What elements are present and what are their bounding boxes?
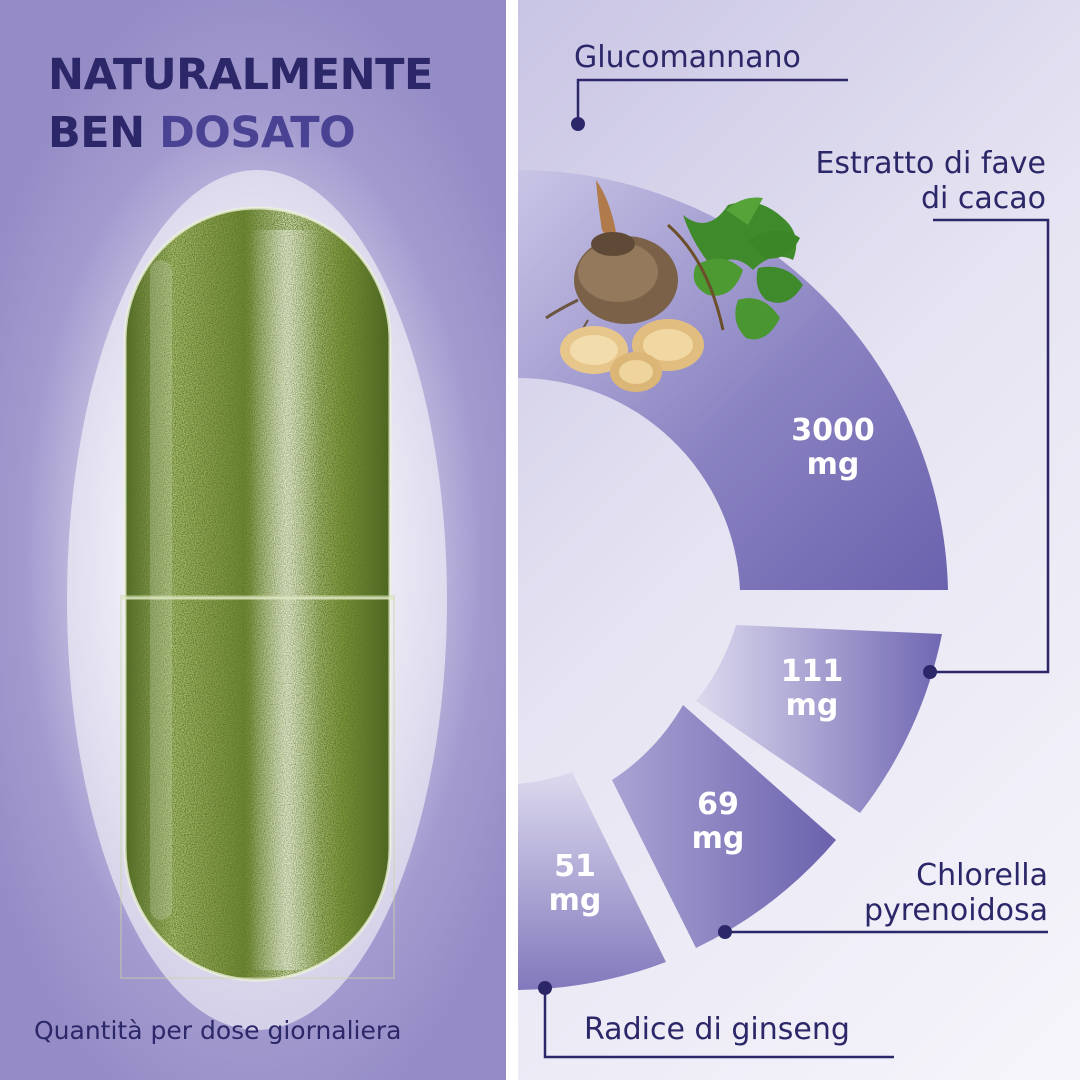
- callout-ginseng-line: [543, 988, 894, 1059]
- value-ginseng-amount: 51: [554, 849, 596, 884]
- green-capsule-icon: [67, 170, 447, 1030]
- headline-line-1: NATURALMENTE: [48, 50, 433, 100]
- label-cacao: Estratto di fave di cacao: [815, 146, 1046, 216]
- headline-line-2a: BEN: [48, 108, 160, 158]
- value-cacao-unit: mg: [785, 688, 839, 723]
- callout-lines: [538, 78, 1050, 1059]
- callout-glucomannano-line: [576, 78, 848, 124]
- value-glucomannano-amount: 3000: [791, 413, 875, 448]
- label-chlorella-line-1: Chlorella: [916, 858, 1048, 893]
- value-cacao-amount: 111: [780, 654, 844, 689]
- value-ginseng-unit: mg: [548, 883, 602, 918]
- label-glucomannano: Glucomannano: [574, 40, 801, 75]
- segment-ginseng: [518, 772, 666, 990]
- callout-chlorella-dot: [718, 925, 732, 939]
- konjac-root-icon: [545, 180, 803, 392]
- label-chlorella: Chlorella pyrenoidosa: [864, 858, 1048, 928]
- value-cacao: 111 mg: [742, 655, 882, 723]
- value-glucomannano-unit: mg: [806, 447, 860, 482]
- label-cacao-line-2: di cacao: [920, 181, 1046, 216]
- callout-ginseng-dot: [538, 981, 552, 995]
- dosage-chart: [518, 78, 1050, 1059]
- panel-divider: [506, 0, 518, 1080]
- callout-cacao-dot: [923, 665, 937, 679]
- callout-glucomannano-dot: [571, 117, 585, 131]
- label-cacao-line-1: Estratto di fave: [815, 146, 1046, 181]
- segment-chlorella: [612, 705, 836, 948]
- headline: NATURALMENTE BEN DOSATO: [48, 46, 433, 162]
- value-chlorella: 69 mg: [648, 788, 788, 856]
- headline-line-2b: DOSATO: [159, 108, 356, 158]
- value-chlorella-unit: mg: [691, 821, 745, 856]
- value-chlorella-amount: 69: [697, 787, 739, 822]
- left-panel: NATURALMENTE BEN DOSATO: [0, 0, 506, 1080]
- caption: Quantità per dose giornaliera: [34, 1016, 402, 1045]
- label-chlorella-line-2: pyrenoidosa: [863, 893, 1048, 928]
- value-glucomannano: 3000 mg: [763, 414, 903, 482]
- label-ginseng: Radice di ginseng: [584, 1012, 850, 1047]
- callout-cacao-line: [930, 218, 1050, 674]
- segment-cacao: [696, 625, 942, 813]
- value-ginseng: 51 mg: [505, 850, 645, 918]
